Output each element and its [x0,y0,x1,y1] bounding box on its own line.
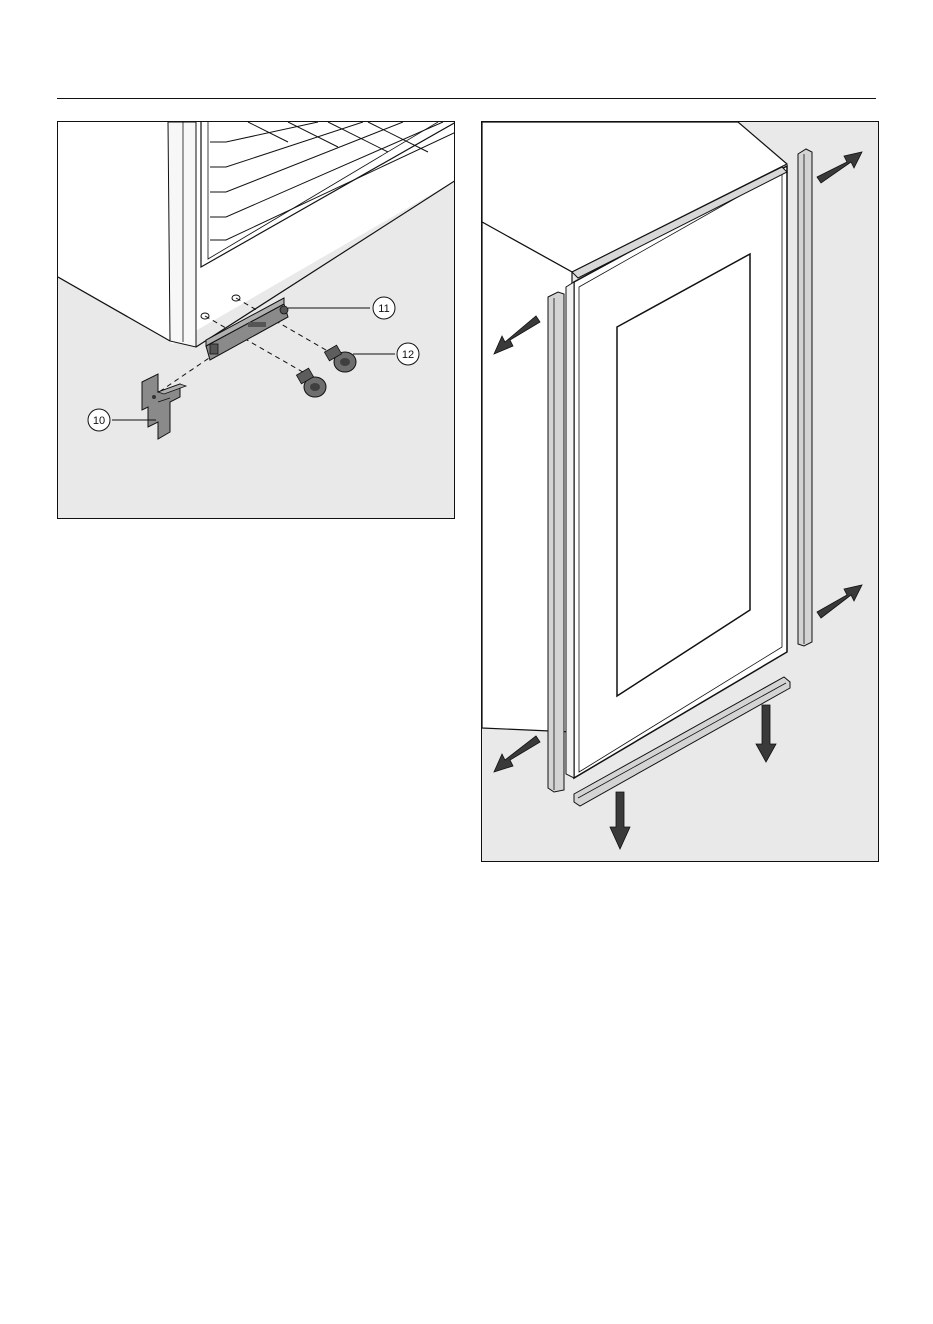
arrow-left-bottom [494,736,540,772]
callout-11-label: 11 [378,303,389,315]
clip-part-10 [142,374,186,439]
screw-lower [296,368,326,397]
arrow-up-right-top [817,152,862,183]
arrow-down-right [756,705,776,762]
trim-strip-right [798,149,812,646]
arrow-up-right-middle [817,585,862,618]
trim-drawing [482,122,879,862]
bracket-drawing: 11 12 10 [58,122,455,519]
screw-part-12 [324,345,356,372]
callout-12: 12 [397,343,419,365]
arrow-down-center [610,792,630,849]
callout-10-label: 10 [93,415,105,427]
callout-11: 11 [373,297,395,319]
header-rule [57,98,876,99]
trim-strip-left [548,292,564,792]
figure-trim-removal [481,121,879,862]
callout-12-label: 12 [402,349,414,361]
callout-10: 10 [88,409,110,431]
figure-bracket-assembly: 11 12 10 [57,121,455,519]
